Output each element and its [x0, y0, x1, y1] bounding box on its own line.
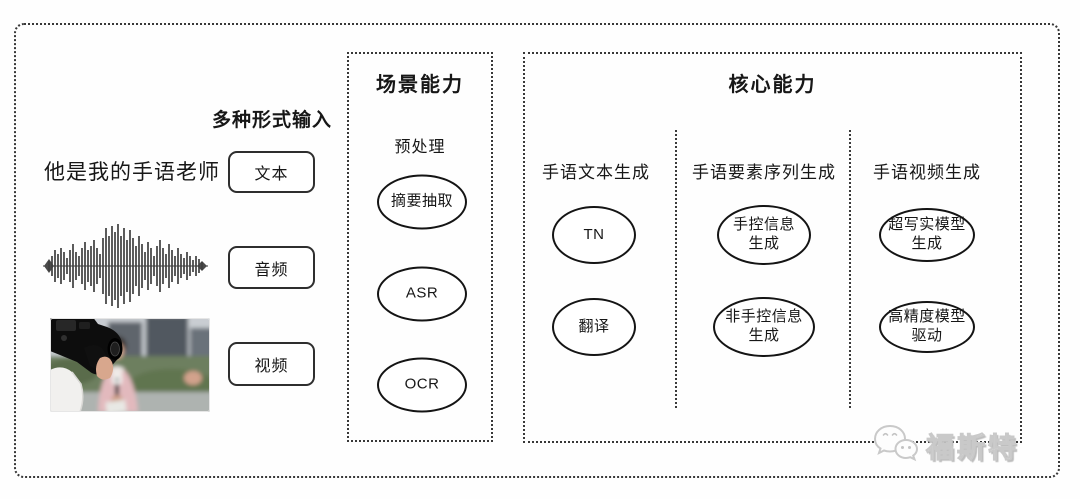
node-high-precision-model-driving: 高精度模型 驱动 — [879, 301, 975, 353]
wechat-bubbles-icon — [873, 424, 919, 462]
node-tn: TN — [552, 206, 636, 264]
node-asr: ASR — [377, 266, 467, 322]
node-label: OCR — [404, 375, 440, 393]
column-divider — [675, 130, 677, 408]
node-label: 摘要抽取 — [390, 192, 453, 210]
input-box-audio: 音频 — [228, 246, 315, 289]
input-box-video-label: 视频 — [254, 358, 289, 375]
node-label: 超写实模型 生成 — [888, 216, 966, 252]
column-divider — [849, 130, 851, 408]
column-header-video-generation: 手语视频生成 — [873, 163, 981, 182]
input-section-heading: 多种形式输入 — [211, 110, 332, 131]
node-manual-info-generation: 手控信息 生成 — [717, 205, 811, 265]
watermark: 福斯特 — [872, 423, 1019, 469]
input-box-video: 视频 — [228, 342, 315, 386]
node-label: 高精度模型 驱动 — [888, 308, 966, 344]
watermark-text: 福斯特 — [925, 432, 1020, 464]
node-label: 手控信息 生成 — [732, 216, 795, 252]
node-label: ASR — [405, 284, 439, 302]
node-label: 翻译 — [578, 317, 610, 335]
input-box-text-label: 文本 — [254, 166, 289, 183]
node-translation: 翻译 — [552, 298, 636, 356]
scene-box-subtitle: 预处理 — [394, 139, 446, 156]
node-hyperrealistic-model-generation: 超写实模型 生成 — [879, 208, 975, 262]
node-summary-extraction: 摘要抽取 — [377, 174, 467, 230]
node-label: TN — [583, 225, 605, 243]
input-box-audio-label: 音频 — [254, 261, 289, 279]
audio-waveform-icon — [43, 224, 208, 308]
sample-sentence-text: 他是我的手语老师 — [44, 161, 220, 184]
column-header-text-generation: 手语文本生成 — [542, 163, 650, 182]
core-capability-box: 核心能力 手语文本生成 手语要素序列生成 手语视频生成 TN 翻译 手控信息 生… — [523, 52, 1022, 443]
node-ocr: OCR — [377, 357, 467, 413]
video-thumbnail-image — [50, 318, 210, 412]
node-label: 非手控信息 生成 — [725, 308, 803, 344]
scene-capability-box: 场景能力 预处理 摘要抽取 ASR OCR — [347, 52, 493, 442]
input-box-text: 文本 — [228, 151, 315, 193]
scene-box-title: 场景能力 — [376, 74, 464, 96]
node-non-manual-info-generation: 非手控信息 生成 — [713, 297, 815, 357]
outer-dashed-border — [14, 23, 1060, 478]
column-header-element-sequence-generation: 手语要素序列生成 — [692, 163, 836, 182]
core-box-title: 核心能力 — [728, 74, 817, 96]
